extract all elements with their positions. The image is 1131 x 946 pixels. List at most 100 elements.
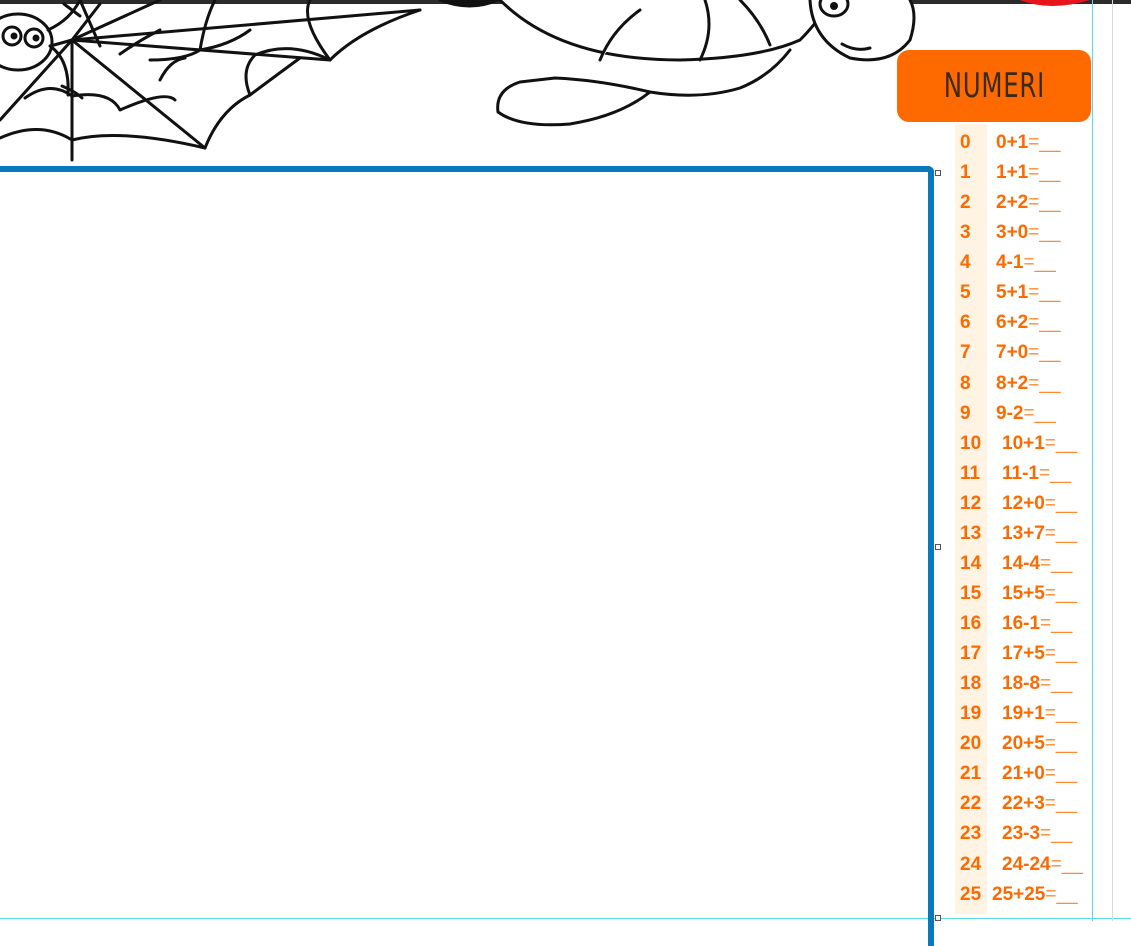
row-number: 2 [960, 192, 971, 214]
row-number: 23 [960, 823, 982, 845]
row-number: 17 [960, 643, 982, 665]
row-number: 15 [960, 582, 982, 604]
selected-text-frame[interactable] [0, 166, 934, 946]
row-expression: 10+1=__ [1002, 429, 1077, 459]
expression-text: 8+2 [996, 372, 1029, 394]
answer-blank: =__ [1028, 222, 1061, 244]
answer-blank: =__ [1040, 613, 1073, 634]
answer-blank: =__ [1028, 342, 1061, 364]
spiderweb-icon [0, 0, 422, 162]
row-expression: 18-8=__ [1002, 669, 1072, 699]
answer-blank: =__ [1044, 643, 1078, 665]
answer-blank: =__ [1028, 192, 1061, 214]
row-expression: 24-24=__ [1002, 850, 1083, 880]
answer-blank: =__ [1040, 823, 1073, 845]
number-row: 14 14-4=__ [958, 549, 1108, 579]
expression-text: 16-1 [1002, 613, 1041, 634]
number-row: 18 18-8=__ [958, 669, 1108, 699]
expression-text: 18-8 [1002, 673, 1041, 695]
expression-text: 23-3 [1002, 823, 1041, 845]
row-expression: 11-1=__ [1002, 459, 1071, 489]
answer-blank: =__ [1028, 162, 1061, 184]
number-row: 10 10+1=__ [958, 429, 1108, 459]
expression-text: 24-24 [1002, 853, 1051, 875]
expression-text: 7+0 [996, 342, 1029, 364]
expression-text: 17+5 [1002, 643, 1045, 665]
expression-text: 19+1 [1002, 703, 1045, 725]
expression-text: 20+5 [1002, 733, 1045, 755]
row-number: 10 [960, 432, 982, 454]
row-number: 1 [960, 162, 971, 184]
answer-blank: =__ [1044, 522, 1078, 544]
row-expression: 17+5=__ [1002, 639, 1077, 669]
expression-text: 10+1 [1002, 432, 1045, 454]
row-number: 11 [960, 462, 981, 484]
number-row: 23 23-3=__ [958, 819, 1108, 849]
resize-handle-right[interactable] [935, 544, 941, 550]
row-number: 16 [960, 613, 982, 634]
row-number: 0 [960, 132, 971, 153]
row-expression: 14-4=__ [1002, 549, 1072, 579]
red-decoration-icon [1020, 0, 1090, 6]
expression-text: 3+0 [996, 222, 1029, 244]
expression-text: 5+1 [996, 282, 1029, 304]
expression-text: 4-1 [996, 252, 1024, 274]
answer-blank: =__ [1028, 282, 1061, 304]
expression-text: 6+2 [996, 312, 1029, 334]
expression-text: 1+1 [996, 162, 1029, 184]
page-edge [1112, 0, 1113, 921]
number-row: 3 3+0=__ [958, 218, 1108, 248]
cyan-guide-horizontal [0, 918, 1131, 919]
row-number: 19 [960, 703, 982, 725]
row-number: 18 [960, 673, 982, 695]
badge-title: NUMERI [943, 66, 1045, 106]
number-row: 17 17+5=__ [958, 639, 1108, 669]
expression-text: 2+2 [996, 192, 1029, 214]
spider-icon [0, 0, 102, 100]
row-number: 7 [960, 342, 971, 364]
answer-blank: =__ [1044, 492, 1078, 514]
expression-text: 22+3 [1002, 793, 1045, 815]
number-row: 13 13+7=__ [958, 519, 1108, 549]
coloring-illustration [0, 0, 1090, 162]
number-row: 19 19+1=__ [958, 699, 1108, 729]
answer-blank: =__ [1044, 703, 1078, 725]
row-number: 3 [960, 222, 971, 244]
expression-text: 15+5 [1002, 582, 1045, 604]
cyan-guide-vertical [1092, 0, 1093, 921]
expression-text: 21+0 [1002, 763, 1045, 785]
row-expression: 13+7=__ [1002, 519, 1077, 549]
expression-text: 12+0 [1002, 492, 1045, 514]
expression-text: 14-4 [1002, 552, 1041, 574]
row-expression: 15+5=__ [1002, 579, 1077, 609]
answer-blank: =__ [1023, 402, 1056, 424]
row-number: 4 [960, 252, 971, 274]
answer-blank: =__ [1040, 552, 1073, 574]
turtle-icon [438, 0, 916, 127]
row-expression: 7+0=__ [996, 338, 1060, 368]
answer-blank: =__ [1045, 883, 1078, 905]
number-row: 1 1+1=__ [958, 158, 1108, 188]
row-expression: 1+1=__ [996, 158, 1060, 188]
row-expression: 12+0=__ [1002, 489, 1077, 519]
number-row: 16 16-1=__ [958, 609, 1108, 639]
resize-handle-bottom-right[interactable] [935, 915, 941, 921]
answer-blank: =__ [1050, 853, 1083, 875]
resize-handle-top-right[interactable] [935, 170, 941, 176]
row-number: 14 [960, 552, 982, 574]
row-number: 13 [960, 522, 982, 544]
answer-blank: =__ [1028, 372, 1061, 394]
answer-blank: =__ [1040, 673, 1073, 695]
